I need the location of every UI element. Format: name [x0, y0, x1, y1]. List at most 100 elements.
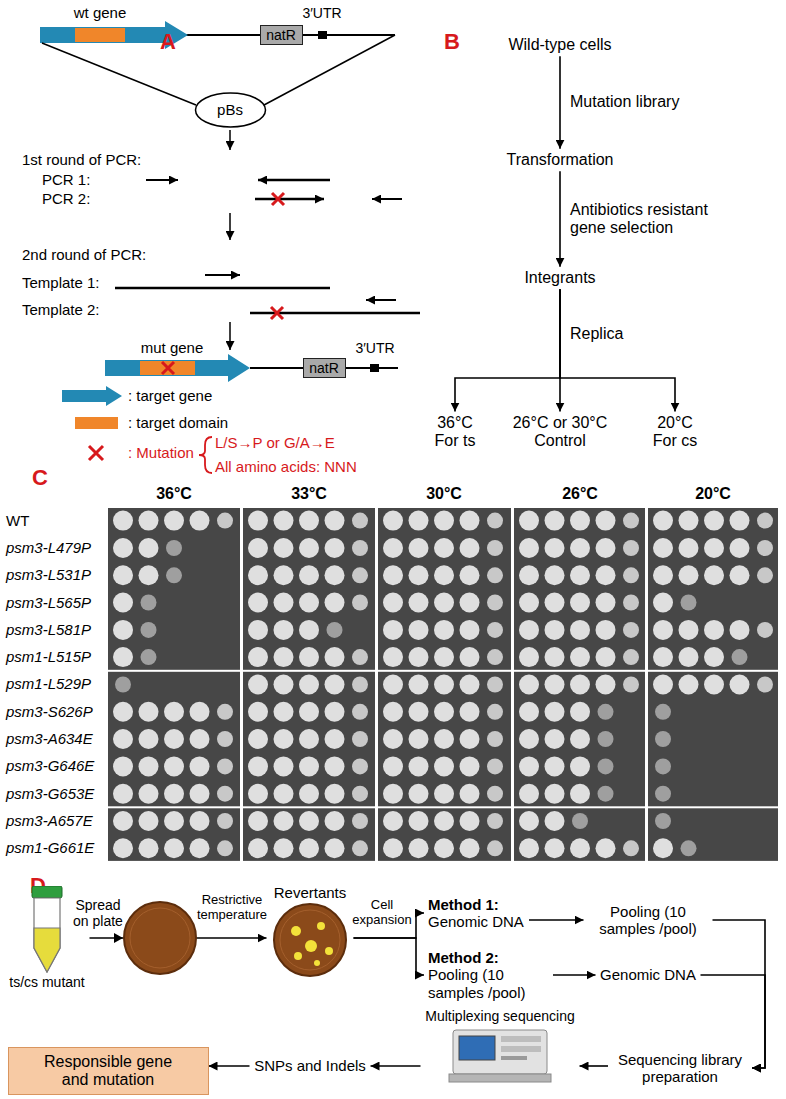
yeast-spot — [383, 620, 403, 640]
yeast-spot — [679, 511, 699, 531]
yeast-spot — [487, 649, 503, 665]
yeast-spot — [299, 647, 319, 667]
yeast-spot — [139, 565, 159, 585]
strain-label: psm3-G653E — [6, 785, 94, 802]
figure-drawing — [459, 1036, 495, 1060]
step-label: Cell expansion — [351, 898, 413, 928]
yeast-spot — [299, 593, 319, 613]
agar-plate — [130, 908, 190, 968]
yeast-spot — [487, 840, 503, 856]
yeast-spot — [190, 838, 210, 858]
yeast-spot — [519, 784, 539, 804]
yeast-spot — [274, 811, 294, 831]
plate-photo — [514, 808, 645, 861]
pcr-label: PCR 2: — [42, 190, 90, 207]
yeast-spot — [164, 756, 184, 776]
yeast-spot — [274, 784, 294, 804]
legend-sample — [62, 386, 122, 406]
yeast-spot — [299, 565, 319, 585]
yeast-spot — [487, 813, 503, 829]
flow-arrow — [209, 1065, 250, 1067]
figure-drawing — [501, 1036, 541, 1042]
yeast-spot — [352, 513, 368, 529]
plate-photo — [648, 672, 778, 807]
yeast-spot — [113, 838, 133, 858]
figure-drawing — [325, 947, 333, 955]
panel-letter: A — [160, 29, 176, 54]
yeast-spot — [757, 677, 773, 693]
yeast-spot — [248, 620, 268, 640]
yeast-spot — [596, 675, 616, 695]
yeast-spot — [434, 756, 454, 776]
yeast-spot — [596, 838, 616, 858]
yeast-spot — [139, 838, 159, 858]
yeast-spot — [248, 756, 268, 776]
yeast-spot — [383, 756, 403, 776]
yeast-spot — [248, 511, 268, 531]
marker-box: natR — [260, 25, 303, 45]
mutation-type: L/S→P or G/A→E — [215, 434, 335, 451]
yeast-spot — [383, 647, 403, 667]
yeast-spot — [141, 595, 157, 611]
yeast-spot — [217, 840, 233, 856]
wt-construct — [75, 28, 125, 42]
yeast-spot — [113, 565, 133, 585]
yeast-spot — [596, 538, 616, 558]
yeast-spot — [325, 702, 345, 722]
legend-text: : target gene — [128, 387, 212, 404]
yeast-spot — [217, 513, 233, 529]
marker-box: natR — [303, 358, 346, 378]
yeast-spot — [655, 731, 671, 747]
yeast-spot — [190, 756, 210, 776]
yeast-spot — [623, 540, 639, 556]
yeast-spot — [327, 622, 343, 638]
yeast-spot — [383, 538, 403, 558]
figure-drawing — [291, 926, 301, 936]
yeast-spot — [409, 811, 429, 831]
yeast-spot — [704, 647, 724, 667]
strain-label: psm3-S626P — [6, 703, 93, 720]
yeast-spot — [460, 729, 480, 749]
yeast-spot — [164, 838, 184, 858]
pcr-arrows — [205, 274, 240, 276]
legend-sample — [86, 443, 106, 463]
yeast-spot — [352, 677, 368, 693]
yeast-spot — [679, 675, 699, 695]
yeast-spot — [704, 538, 724, 558]
yeast-spot — [352, 813, 368, 829]
yeast-spot — [704, 511, 724, 531]
yeast-spot — [248, 593, 268, 613]
yeast-spot — [299, 838, 319, 858]
yeast-spot — [570, 538, 590, 558]
plate-photo — [243, 672, 375, 807]
yeast-spot — [460, 511, 480, 531]
flow-step: Pooling (10 samples /pool) — [584, 901, 713, 940]
yeast-spot — [325, 538, 345, 558]
yeast-spot — [732, 649, 748, 665]
yeast-spot — [434, 647, 454, 667]
flow-arrow — [371, 1065, 421, 1067]
node-text: Revertants — [271, 884, 350, 901]
yeast-spot — [113, 538, 133, 558]
yeast-spot — [352, 704, 368, 720]
yeast-spot — [487, 786, 503, 802]
yeast-spot — [248, 647, 268, 667]
node-subtext: Control — [512, 432, 608, 450]
yeast-spot — [409, 647, 429, 667]
yeast-spot — [434, 511, 454, 531]
yeast-spot — [383, 593, 403, 613]
step-label: Restrictive temperature — [187, 893, 277, 923]
yeast-spot — [487, 677, 503, 693]
yeast-spot — [383, 838, 403, 858]
flow-arrow — [529, 919, 584, 921]
yeast-spot — [383, 511, 403, 531]
yeast-spot — [545, 838, 565, 858]
temperature-header: 33°C — [291, 485, 327, 503]
yeast-spot — [352, 595, 368, 611]
pcr-arrows — [372, 198, 402, 200]
yeast-spot — [653, 675, 673, 695]
method-step: Method 1:Genomic DNA — [424, 894, 529, 933]
yeast-spot — [570, 565, 590, 585]
yeast-spot — [383, 729, 403, 749]
